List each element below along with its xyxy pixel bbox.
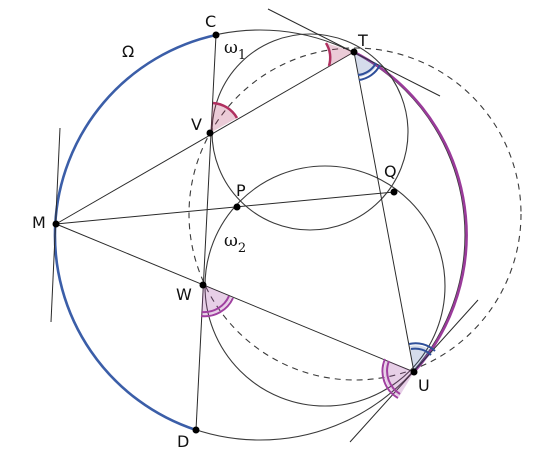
point-C bbox=[212, 31, 220, 39]
label-omega1-sub: 1 bbox=[238, 48, 246, 63]
label-V: V bbox=[191, 115, 202, 134]
angle-arc-U-b2 bbox=[408, 342, 436, 352]
point-W bbox=[199, 281, 207, 289]
angle-arc-T-red bbox=[324, 42, 332, 67]
label-C: C bbox=[205, 12, 216, 31]
label-omega2-base: ω bbox=[224, 231, 238, 251]
line-MU bbox=[55, 223, 415, 373]
angle-arc-U-b1 bbox=[410, 347, 432, 356]
label-D: D bbox=[177, 432, 189, 451]
angle-arc-T-blue-1 bbox=[357, 62, 377, 76]
label-M: M bbox=[32, 213, 46, 232]
angle-mark-U-purple bbox=[383, 360, 414, 397]
label-P: P bbox=[236, 181, 246, 200]
label-U: U bbox=[418, 376, 430, 395]
angle-arc-U-p1 bbox=[386, 360, 401, 395]
point-U bbox=[410, 368, 418, 376]
label-W: W bbox=[176, 285, 192, 304]
circle-dashed bbox=[188, 47, 522, 381]
angle-mark-T-red bbox=[326, 43, 354, 66]
angle-arc-T-blue-2 bbox=[358, 64, 381, 81]
angle-arc-U-p2 bbox=[381, 358, 399, 399]
point-Q bbox=[390, 188, 398, 196]
label-Q: Q bbox=[384, 162, 397, 181]
label-omega1-base: ω bbox=[224, 38, 238, 58]
line-CD bbox=[195, 34, 217, 431]
point-V bbox=[206, 129, 214, 137]
angle-mark-W-purple bbox=[201, 285, 232, 316]
label-T: T bbox=[357, 31, 368, 50]
line-MQ bbox=[55, 191, 395, 225]
angle-arc-W-1 bbox=[201, 295, 230, 314]
arc-purple-TU bbox=[353, 50, 468, 373]
line-TU bbox=[353, 51, 415, 373]
point-D bbox=[192, 426, 200, 434]
arc-blue-CD bbox=[53, 33, 217, 432]
label-omega1: ω1 bbox=[224, 38, 246, 63]
point-T bbox=[350, 48, 358, 56]
point-P bbox=[233, 203, 241, 211]
point-M bbox=[52, 220, 60, 228]
angle-mark-V-red bbox=[210, 103, 237, 133]
angle-arc-W-2 bbox=[200, 297, 234, 318]
label-omega2-sub: 2 bbox=[238, 241, 246, 256]
angle-arc-V-red bbox=[212, 101, 239, 119]
label-omega2: ω2 bbox=[224, 231, 246, 256]
label-Omega: Ω bbox=[122, 42, 134, 61]
line-MT bbox=[55, 51, 355, 225]
angle-mark-T-blue bbox=[354, 52, 378, 77]
